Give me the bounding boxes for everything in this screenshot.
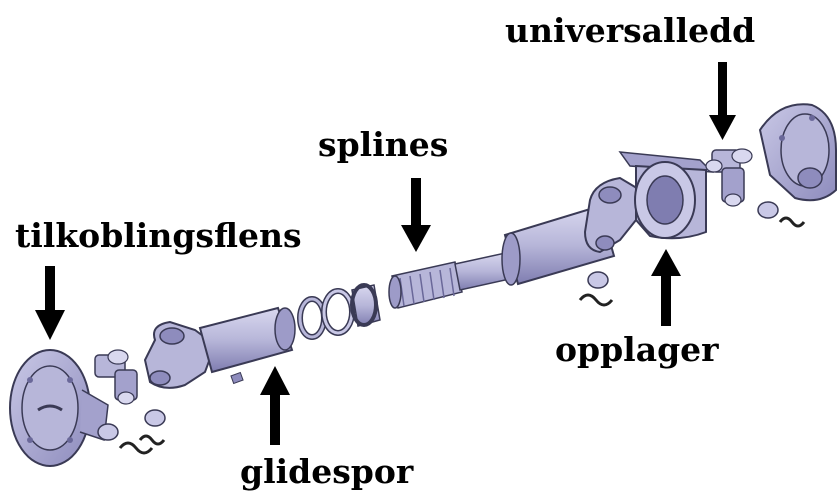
label-slip-groove: glidespor xyxy=(240,455,413,488)
label-splines: splines xyxy=(318,128,448,161)
label-bearing: opplager xyxy=(555,333,719,366)
seal-rings xyxy=(300,285,380,337)
arrow-splines xyxy=(401,178,431,252)
arrow-glidespor xyxy=(260,366,290,445)
right-flange xyxy=(760,104,836,200)
arrow-universalledd xyxy=(709,62,736,140)
label-flange: tilkoblingsflens xyxy=(15,219,302,252)
arrow-opplager xyxy=(651,249,681,326)
left-flange xyxy=(10,350,108,466)
splined-shaft xyxy=(389,206,614,308)
arrow-tilkoblingsflens xyxy=(35,266,65,340)
right-yoke xyxy=(580,178,640,305)
label-universal-joint: universalledd xyxy=(505,14,755,47)
